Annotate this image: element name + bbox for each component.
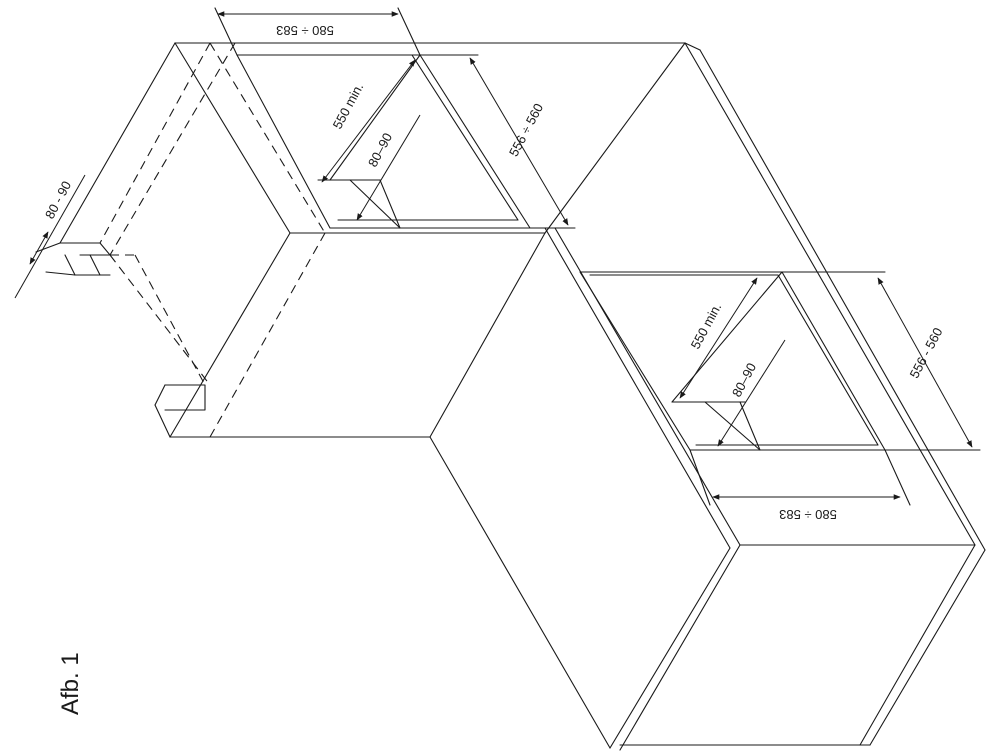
upper-height-dim-line — [469, 57, 569, 226]
lower-height-dim: 556 - 560 — [907, 325, 946, 381]
upper-cabinet — [59, 42, 686, 438]
upper-back-dim-line — [14, 174, 86, 299]
upper-gap-dim-line — [356, 114, 421, 221]
upper-back-dim: 80 - 90 — [42, 178, 74, 221]
upper-width-dim: 580 ÷ 583 — [276, 23, 334, 38]
lower-cabinet — [429, 42, 986, 751]
upper-depth-dim: 550 min. — [330, 80, 367, 131]
figure-label: Afb. 1 — [57, 652, 84, 715]
lower-gap-dim: 80–90 — [729, 360, 759, 399]
lower-depth-dim-line — [679, 277, 758, 399]
lower-dimensions: 580 ÷ 583 556 - 560 550 min. 80–90 — [679, 271, 981, 522]
upper-depth-dim-line — [321, 59, 416, 183]
lower-gap-dim-line — [717, 339, 786, 447]
lower-width-dim: 580 ÷ 583 — [779, 507, 837, 522]
lower-depth-dim: 550 min. — [688, 300, 725, 351]
lower-height-dim-line — [877, 277, 973, 448]
